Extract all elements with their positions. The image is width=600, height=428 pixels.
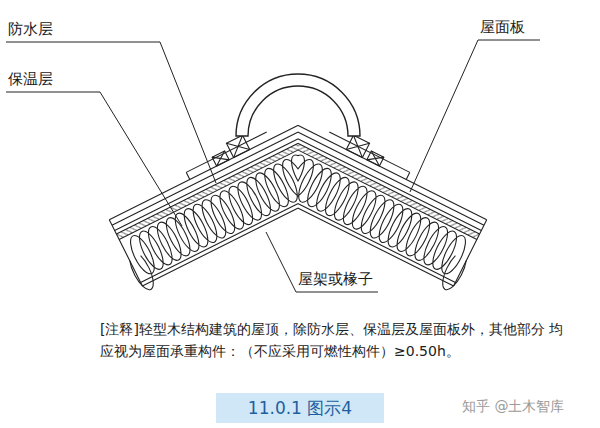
member-label: 屋架或椽子 <box>298 270 373 288</box>
layer-label: 保温层 <box>8 70 53 88</box>
caption-box: 11.0.1 图示4 <box>216 393 384 423</box>
left-roof-slope <box>100 88 298 293</box>
watermark: 知乎 @土木智库 <box>462 398 564 415</box>
note-text: [注释]轻型木结构建筑的屋顶，除防水层、保温层及屋面板外，其他部分 均应视为屋面… <box>100 318 572 363</box>
leader-lines <box>6 40 540 292</box>
layer-label: 屋面板 <box>480 18 525 36</box>
caption-text: 11.0.1 图示4 <box>248 398 352 418</box>
layer-label: 防水层 <box>8 20 53 38</box>
ridge-cap <box>236 74 360 136</box>
right-roof-slope <box>298 88 496 293</box>
